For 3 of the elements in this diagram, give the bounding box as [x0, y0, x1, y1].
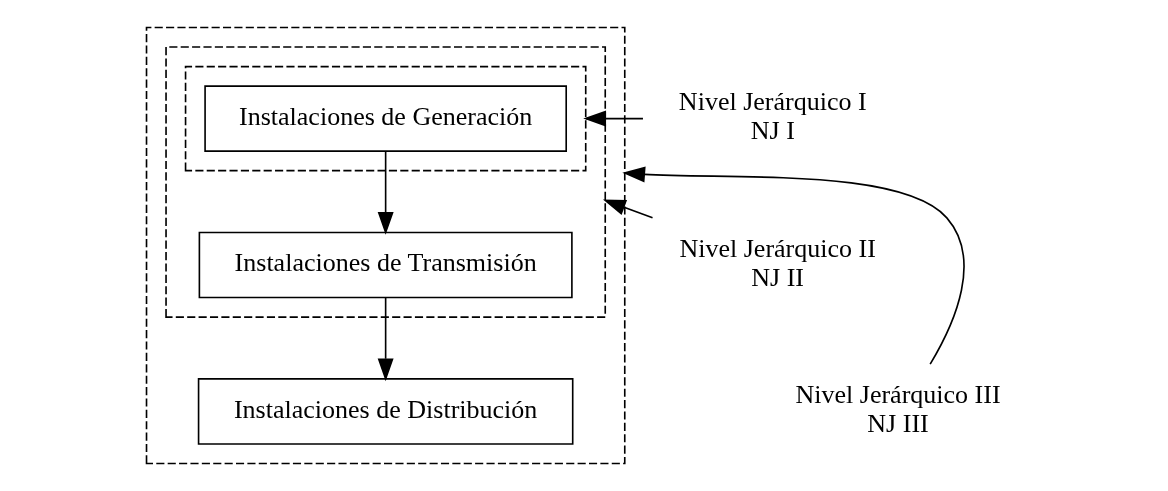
node-text: Nivel Jerárquico I NJ I: [678, 87, 867, 146]
node-text: Nivel Jerárquico III NJ III: [794, 379, 1001, 439]
node-text: Nivel Jerárquico II NJ II: [678, 233, 876, 292]
